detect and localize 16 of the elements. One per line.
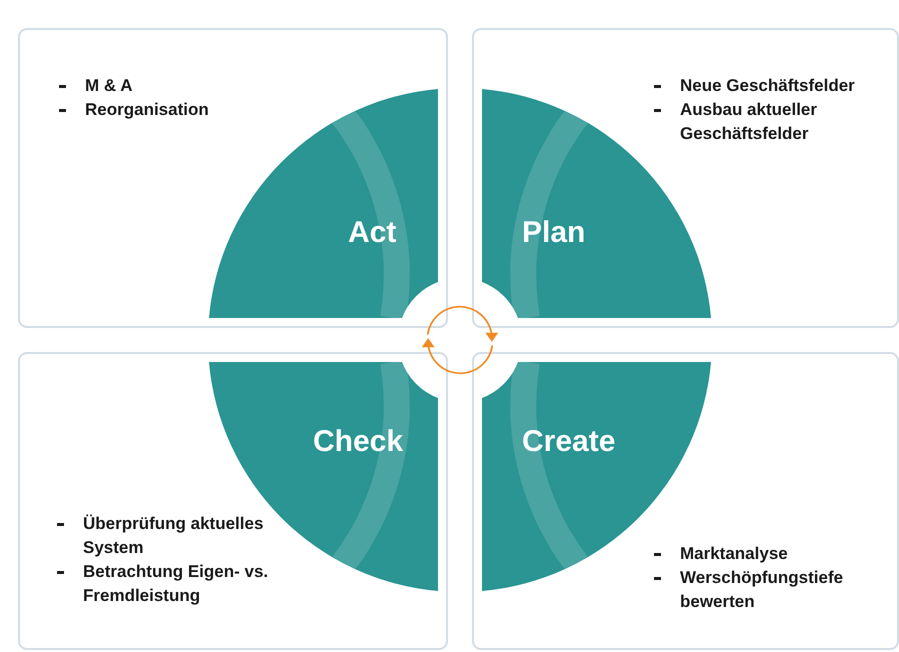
segment-label: Plan bbox=[522, 216, 586, 250]
bullet-item: M & A bbox=[57, 74, 317, 98]
bullet-item: Werschöpfungstiefe bewerten bbox=[652, 566, 892, 614]
segment-label: Check bbox=[313, 425, 404, 459]
bullet-item: Ausbau aktueller Geschäftsfelder bbox=[652, 98, 892, 146]
quadrant-panel bbox=[472, 352, 899, 650]
quadrant-panel bbox=[18, 28, 448, 328]
bullet-item: Überprüfung aktuelles System bbox=[55, 512, 285, 560]
bullet-item: Marktanalyse bbox=[652, 542, 892, 566]
bullet-item: Betrachtung Eigen- vs. Fremdleistung bbox=[55, 560, 285, 608]
bullet-item: Neue Geschäftsfelder bbox=[652, 74, 892, 98]
segment-label: Act bbox=[348, 216, 396, 250]
quadrant-panel bbox=[472, 28, 899, 328]
bullet-item: Reorganisation bbox=[57, 98, 317, 122]
quadrant-panel bbox=[18, 352, 448, 650]
segment-label: Create bbox=[522, 425, 616, 459]
